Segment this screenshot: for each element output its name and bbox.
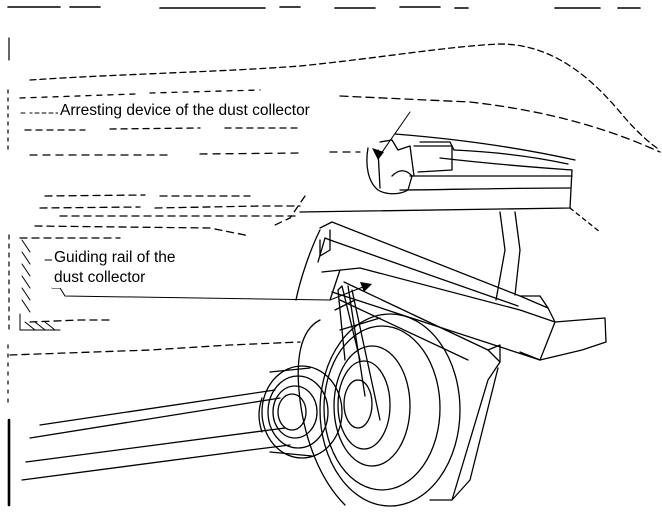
left-frame-edge bbox=[7, 37, 11, 507]
left-hatched-wall bbox=[19, 239, 61, 331]
underside-contour bbox=[9, 194, 306, 356]
housing-cover bbox=[19, 43, 661, 233]
pulley-assembly bbox=[297, 285, 461, 507]
leader-lines bbox=[17, 111, 411, 301]
support-plate bbox=[339, 281, 501, 501]
callout-guiding-rail: Guiding rail of the dust collector bbox=[52, 248, 178, 288]
callout-guiding-rail-line1: Guiding rail of the bbox=[54, 249, 176, 266]
shaft bbox=[21, 389, 291, 481]
callout-guiding-rail-line2: dust collector bbox=[54, 269, 146, 286]
guiding-rail-bracket bbox=[295, 211, 607, 361]
arrowheads bbox=[360, 148, 384, 292]
top-border-dashes bbox=[7, 6, 641, 9]
arresting-device-clip bbox=[366, 139, 573, 195]
callout-arresting-device: Arresting device of the dust collector bbox=[58, 101, 312, 121]
